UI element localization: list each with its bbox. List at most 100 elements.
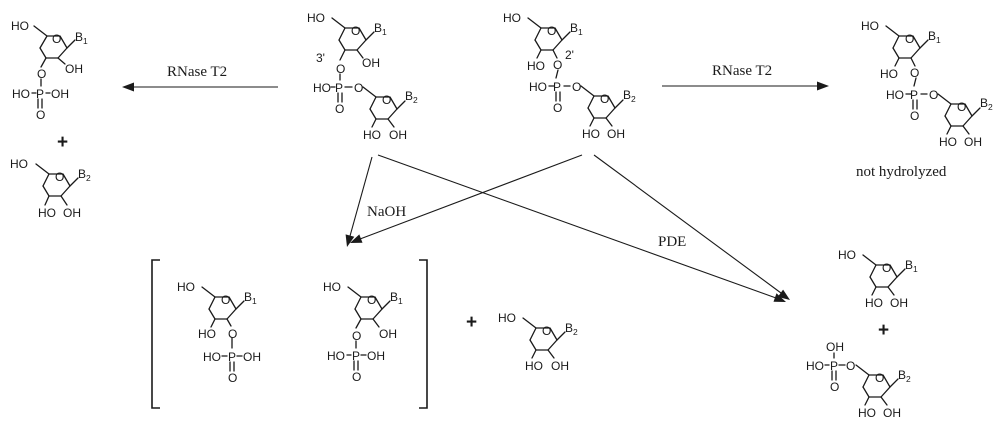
right-bracket xyxy=(419,259,428,409)
hydroxyl-label: OH xyxy=(607,127,625,141)
dinucleotide-2-prime-linked: HO O B1 2' HO O P HO O O O B2 HO OH xyxy=(503,11,636,141)
base-label: B1 xyxy=(905,258,918,274)
hydroxyl-label: HO xyxy=(806,359,824,373)
ring-oxygen-label: O xyxy=(221,293,230,307)
base-label: B2 xyxy=(78,167,91,183)
nucleoside-b1-right: HO O B1 HO OH xyxy=(838,248,918,310)
dinucleotide-3-prime-linked: HO O B1 3' OH O P HO O O O B2 HO OH xyxy=(307,11,418,142)
hydroxyl-label: HO xyxy=(11,19,29,33)
phosphoryl-oxygen-label: O xyxy=(352,370,361,384)
ring-oxygen-label: O xyxy=(351,24,360,38)
ring-oxygen-label: O xyxy=(52,32,61,46)
base-label: B1 xyxy=(570,21,583,37)
hydroxyl-label: HO xyxy=(939,135,957,149)
arrow-pde-from-2prime xyxy=(593,154,790,300)
hydroxyl-label: HO xyxy=(503,11,521,25)
dinucleotide-not-hydrolyzed: HO O B1 HO O P HO O O O B2 HO OH xyxy=(861,19,993,149)
ester-oxygen-label: O xyxy=(228,327,237,341)
nucleoside-3-prime-phosphate-top-left: HO O B1 OH O P HO OH O xyxy=(11,19,88,122)
arrow-naoh-from-3prime xyxy=(345,156,373,247)
arrow-rnase-right xyxy=(662,81,829,91)
phosphoryl-oxygen-label: O xyxy=(228,371,237,385)
pde-label: PDE xyxy=(658,234,686,250)
ring-oxygen-label: O xyxy=(367,293,376,307)
nucleoside-b2-middle: HO O B2 HO OH xyxy=(498,311,578,373)
ester-oxygen-label: O xyxy=(37,67,46,81)
base-label: B1 xyxy=(928,29,941,45)
phosphoryl-oxygen-label: O xyxy=(335,102,344,116)
phosphoryl-oxygen-label: O xyxy=(910,109,919,123)
hydroxyl-label: OH xyxy=(964,135,982,149)
base-label: B1 xyxy=(374,21,387,37)
nucleoside-5-prime-phosphate: OH P HO O O O B2 HO OH xyxy=(806,340,911,420)
hydroxyl-label: HO xyxy=(861,19,879,33)
hydroxyl-label: HO xyxy=(886,88,904,102)
hydroxyl-label: OH xyxy=(367,349,385,363)
hydroxyl-label: HO xyxy=(313,81,331,95)
two-prime-label: 2' xyxy=(565,48,574,62)
hydroxyl-label: HO xyxy=(525,359,543,373)
plus-sign-middle: + xyxy=(466,312,477,333)
base-label: B2 xyxy=(405,89,418,105)
base-label: B1 xyxy=(75,30,88,46)
hydroxyl-label: HO xyxy=(838,248,856,262)
rnase-t2-label-right: RNase T2 xyxy=(712,63,772,79)
hydroxyl-label: OH xyxy=(63,206,81,220)
three-prime-label: 3' xyxy=(316,51,325,65)
base-label: B2 xyxy=(565,321,578,337)
hydroxyl-label: HO xyxy=(307,11,325,25)
hydroxyl-label: HO xyxy=(323,280,341,294)
hydroxyl-label: HO xyxy=(498,311,516,325)
hydroxyl-label: HO xyxy=(363,128,381,142)
hydroxyl-label: OH xyxy=(362,56,380,70)
phosphorus-label: P xyxy=(228,350,236,364)
ring-oxygen-label: O xyxy=(875,371,884,385)
phosphorus-label: P xyxy=(830,359,838,373)
hydroxyl-label: OH xyxy=(389,128,407,142)
ring-oxygen-label: O xyxy=(382,93,391,107)
ring-oxygen-label: O xyxy=(957,100,966,114)
naoh-label: NaOH xyxy=(367,204,406,220)
ester-oxygen-label: O xyxy=(553,58,562,72)
phosphorus-label: P xyxy=(910,88,918,102)
ester-oxygen-label: O xyxy=(910,66,919,80)
hydroxyl-label: OH xyxy=(51,87,69,101)
ester-oxygen-label: O xyxy=(352,329,361,343)
rnase-t2-label-left: RNase T2 xyxy=(167,64,227,80)
hydroxyl-label: HO xyxy=(527,59,545,73)
nucleoside-2-prime-phosphate: HO O B1 HO O P HO OH O xyxy=(177,280,261,385)
nucleoside-3-prime-phosphate-bracket: HO O B1 OH O P HO OH O xyxy=(323,280,403,384)
hydroxyl-label: HO xyxy=(529,80,547,94)
plus-sign-right: + xyxy=(878,320,889,341)
ring-oxygen-label: O xyxy=(55,170,64,184)
hydroxyl-label: OH xyxy=(65,62,83,76)
hydroxyl-label: OH xyxy=(890,296,908,310)
phosphoryl-oxygen-label: O xyxy=(830,380,839,394)
hydroxyl-label: OH xyxy=(883,406,901,420)
phosphorus-label: P xyxy=(352,349,360,363)
ring-oxygen-label: O xyxy=(905,32,914,46)
ring-oxygen-label: O xyxy=(600,92,609,106)
plus-sign-left: + xyxy=(57,132,68,153)
ester-oxygen-label: O xyxy=(929,88,938,102)
hydroxyl-label: HO xyxy=(177,280,195,294)
ring-oxygen-label: O xyxy=(547,24,556,38)
not-hydrolyzed-label: not hydrolyzed xyxy=(856,164,947,180)
hydroxyl-label: OH xyxy=(243,350,261,364)
phosphorus-label: P xyxy=(335,81,343,95)
base-label: B1 xyxy=(244,290,257,306)
hydroxyl-label: HO xyxy=(865,296,883,310)
ester-oxygen-label: O xyxy=(336,62,345,76)
hydroxyl-label: OH xyxy=(551,359,569,373)
hydroxyl-label: HO xyxy=(582,127,600,141)
hydroxyl-label: HO xyxy=(203,350,221,364)
hydroxyl-label: HO xyxy=(880,67,898,81)
hydroxyl-label: HO xyxy=(858,406,876,420)
ester-oxygen-label: O xyxy=(572,80,581,94)
hydroxyl-label: OH xyxy=(826,340,844,354)
arrow-rnase-left xyxy=(122,82,278,92)
phosphorus-label: P xyxy=(553,80,561,94)
arrow-pde-from-3prime xyxy=(377,154,786,302)
